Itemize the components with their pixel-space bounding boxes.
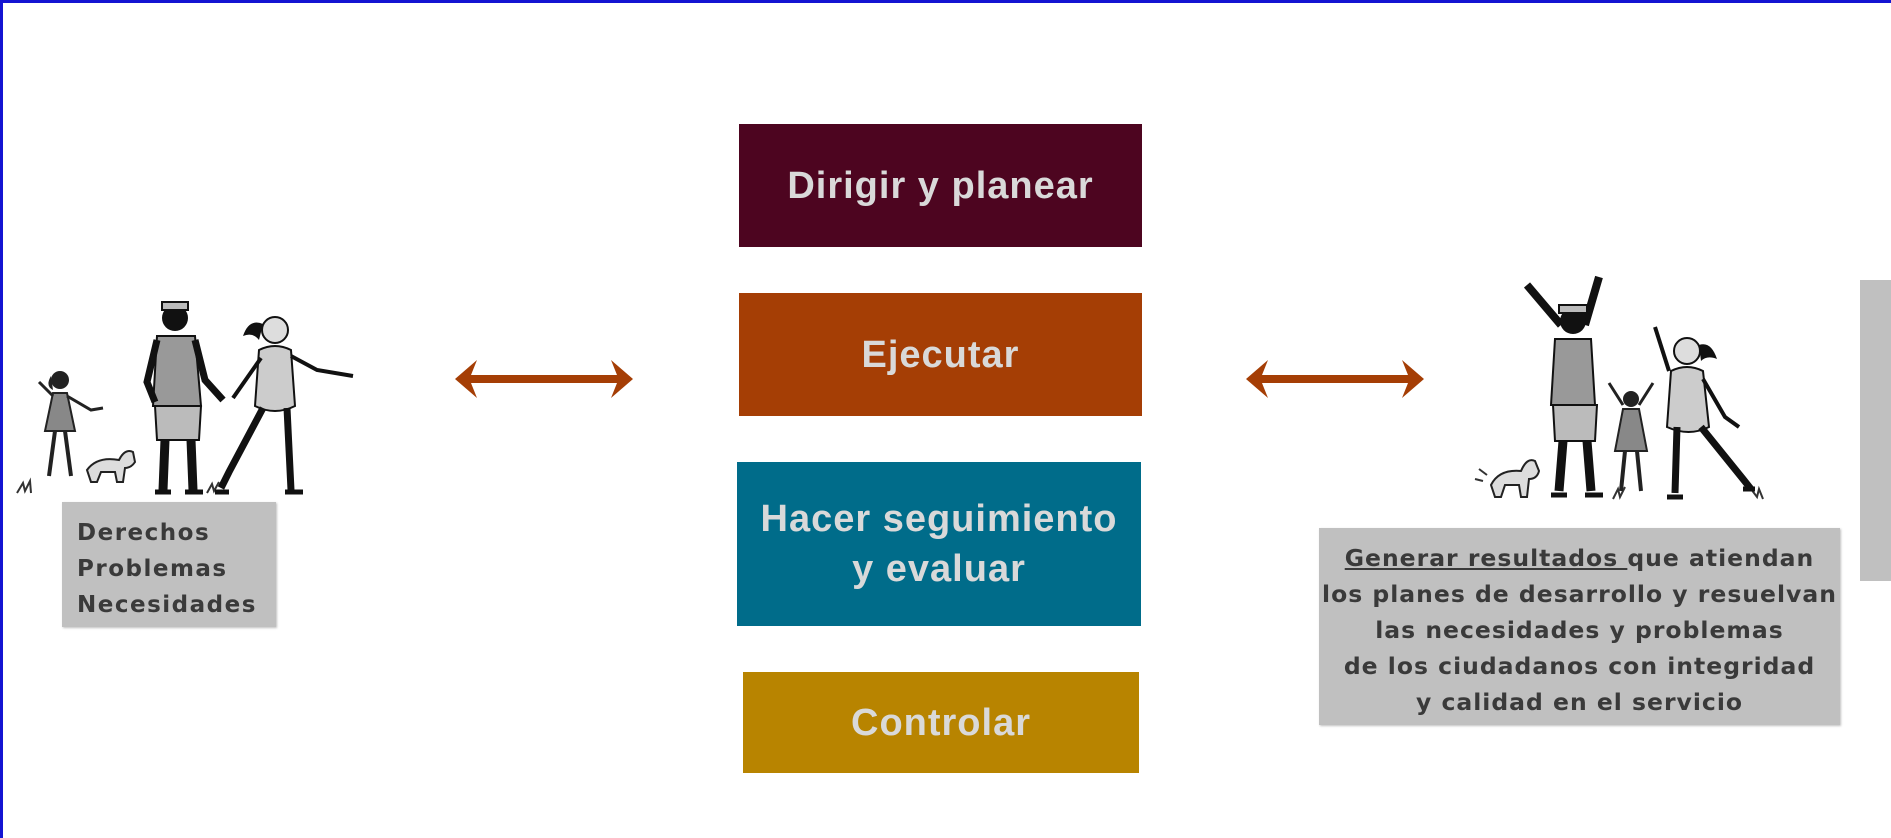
results-line1: Generar resultados que atiendan	[1319, 540, 1840, 576]
results-line3: las necesidades y problemas	[1375, 616, 1784, 644]
double-headed-arrow-icon	[455, 360, 633, 398]
results-line1-rest: que atiendan	[1627, 544, 1815, 572]
needs-item-problems: Problemas	[77, 556, 228, 582]
needs-item-needs: Necesidades	[77, 592, 257, 618]
stage-evaluate-line1: Hacer seguimiento	[760, 498, 1118, 540]
stage-execute-box: Ejecutar	[739, 293, 1142, 416]
stage-plan-label: Dirigir y planear	[787, 164, 1094, 207]
stage-evaluate-box: Hacer seguimiento y evaluar	[737, 462, 1141, 626]
results-line5: y calidad en el servicio	[1415, 688, 1744, 716]
side-panel-edge	[1860, 280, 1891, 581]
family-walking-icon	[16, 301, 354, 495]
stage-evaluate-line2: y evaluar	[852, 548, 1026, 590]
stage-plan-box: Dirigir y planear	[739, 124, 1142, 247]
stage-control-label: Controlar	[851, 701, 1031, 744]
double-headed-arrow-icon	[1246, 360, 1424, 398]
results-strong-text: Generar resultados	[1344, 544, 1628, 572]
results-line2: los planes de desarrollo y resuelvan	[1322, 580, 1837, 608]
stage-control-box: Controlar	[743, 672, 1139, 773]
family-celebrating-icon	[1474, 275, 1764, 500]
results-line4: de los ciudadanos con integridad	[1343, 652, 1816, 680]
stage-execute-label: Ejecutar	[861, 333, 1020, 376]
needs-item-rights: Derechos	[77, 520, 211, 546]
needs-label-box: Derechos Problemas Necesidades	[62, 502, 276, 627]
results-label-box: Generar resultados que atiendan los plan…	[1319, 528, 1840, 725]
